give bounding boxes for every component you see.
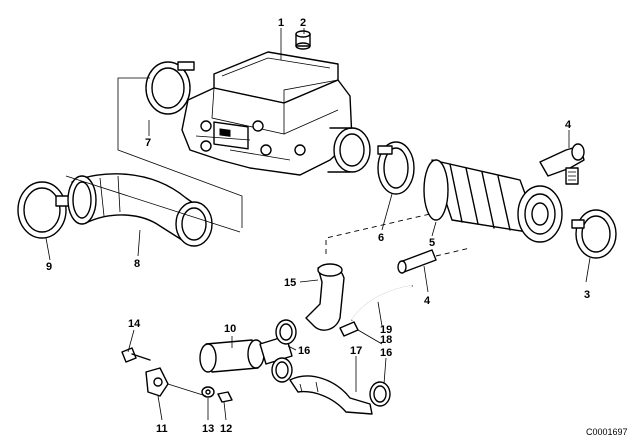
- label-3: 3: [584, 289, 590, 301]
- assembly-line-c: [167, 383, 207, 397]
- corrugated-duct-5: [423, 159, 563, 243]
- bolt-14: [121, 347, 151, 363]
- label-17: 17: [350, 345, 362, 357]
- intake-boot-8: [67, 173, 213, 247]
- bracket-11: [145, 367, 169, 397]
- vent-elbow-4: [539, 143, 585, 185]
- bracket-line-7: [117, 77, 243, 228]
- hose-clamp-3: [571, 209, 617, 259]
- label-4-top: 4: [565, 119, 572, 131]
- label-15: 15: [284, 277, 296, 289]
- small-hose-4: [397, 249, 437, 274]
- hose-17: [289, 375, 373, 415]
- leader-lines: [45, 28, 591, 421]
- nut-12: [217, 391, 233, 403]
- hose-clamp-9: [17, 181, 71, 239]
- label-13: 13: [202, 423, 214, 435]
- label-4-hose: 4: [424, 295, 431, 307]
- label-16-left: 16: [298, 345, 310, 357]
- hose-clamp-7: [145, 61, 195, 115]
- label-12: 12: [220, 423, 232, 435]
- air-flow-meter: [181, 51, 371, 176]
- cap-part-2: [295, 30, 311, 50]
- hose-clamp-16a: [271, 319, 297, 383]
- label-2: 2: [300, 17, 306, 29]
- label-19: 19: [380, 324, 392, 336]
- connector-18: [339, 321, 359, 337]
- label-9: 9: [46, 261, 52, 273]
- drawing-code: C0001697: [586, 427, 628, 437]
- label-7: 7: [145, 137, 151, 149]
- bracket-line-8: [65, 175, 241, 233]
- elbow-hose-15: [305, 263, 345, 331]
- label-18: 18: [380, 334, 392, 346]
- label-16-right: 16: [380, 347, 392, 359]
- label-1: 1: [278, 17, 284, 29]
- assembly-line-b: [435, 247, 471, 257]
- label-10: 10: [224, 323, 236, 335]
- hose-clamp-6: [377, 141, 415, 195]
- hose-clamp-16b: [369, 381, 391, 407]
- vent-hose-19: [351, 285, 413, 321]
- label-8: 8: [134, 258, 140, 270]
- label-6: 6: [378, 232, 384, 244]
- label-14: 14: [128, 318, 141, 330]
- label-5: 5: [429, 237, 435, 249]
- label-11: 11: [156, 423, 168, 435]
- washer-13: [201, 386, 215, 398]
